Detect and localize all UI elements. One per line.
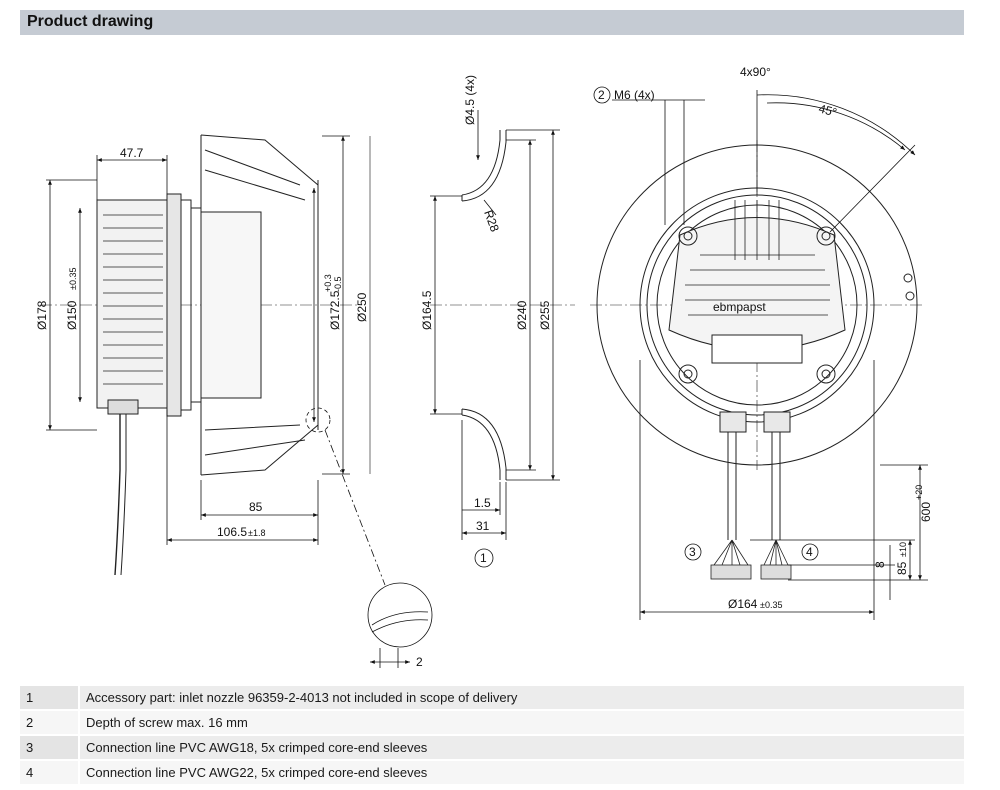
dim-r28: R28: [481, 208, 502, 234]
note-text: Depth of screw max. 16 mm: [80, 711, 964, 734]
dim-600-tol: +20: [914, 485, 924, 500]
dim-d172: Ø172.5: [328, 290, 342, 330]
dim-d178: Ø178: [35, 300, 49, 330]
dim-106-5-tol: ±1.8: [248, 528, 265, 538]
dim-d164-tol: ±0.35: [760, 600, 782, 610]
dim-2: 2: [416, 655, 423, 669]
dim-4x90: 4x90°: [740, 65, 771, 79]
callout-1: 1: [480, 551, 487, 565]
dim-31: 31: [476, 519, 490, 533]
dim-d172-tol-plus: +0.3: [323, 274, 333, 292]
dim-106-5: 106.5: [217, 525, 247, 539]
dim-d240: Ø240: [515, 300, 529, 330]
note-number: 4: [20, 761, 78, 784]
dim-d164-5: Ø164.5: [420, 290, 434, 330]
dim-45: 45°: [817, 101, 838, 119]
nozzle-section: [430, 130, 575, 480]
note-text: Connection line PVC AWG18, 5x crimped co…: [80, 736, 964, 759]
note-row: 1 Accessory part: inlet nozzle 96359-2-4…: [20, 686, 964, 709]
dim-85b-tol: ±10: [898, 542, 908, 557]
dim-d255: Ø255: [538, 300, 552, 330]
note-row: 2 Depth of screw max. 16 mm: [20, 711, 964, 734]
callout-3: 3: [689, 545, 696, 559]
note-number: 3: [20, 736, 78, 759]
front-view-dimensions: [593, 86, 928, 620]
dim-d250: Ø250: [355, 292, 369, 322]
dim-600: 600: [919, 502, 933, 522]
front-view: [590, 140, 925, 580]
dim-nozzle-hole: Ø4.5 (4x): [463, 75, 477, 125]
side-view-dimensions: [46, 135, 433, 668]
dim-d150: Ø150: [65, 300, 79, 330]
callout-2: 2: [598, 88, 605, 102]
callout-4: 4: [806, 545, 813, 559]
brand-logo: ebmpapst: [713, 300, 766, 314]
note-row: 4 Connection line PVC AWG22, 5x crimped …: [20, 761, 964, 784]
header-bar: Product drawing: [20, 10, 964, 35]
note-text: Accessory part: inlet nozzle 96359-2-401…: [80, 686, 964, 709]
dim-1-5: 1.5: [474, 496, 491, 510]
dim-8: 8: [873, 561, 887, 568]
dim-m6: M6 (4x): [614, 88, 655, 102]
note-number: 1: [20, 686, 78, 709]
page-title: Product drawing: [27, 13, 154, 30]
nozzle-dimensions: [430, 110, 560, 568]
note-text: Connection line PVC AWG22, 5x crimped co…: [80, 761, 964, 784]
note-row: 3 Connection line PVC AWG18, 5x crimped …: [20, 736, 964, 759]
note-number: 2: [20, 711, 78, 734]
side-view: [40, 134, 360, 576]
dim-d172-tol-minus: -0.5: [333, 276, 343, 292]
dim-47-7: 47.7: [120, 146, 144, 160]
notes-table: 1 Accessory part: inlet nozzle 96359-2-4…: [20, 686, 964, 786]
dim-d164: Ø164: [728, 597, 758, 611]
dim-85: 85: [249, 500, 263, 514]
dim-d150-tol: ±0.35: [68, 268, 78, 290]
dim-85b: 85: [895, 561, 909, 575]
